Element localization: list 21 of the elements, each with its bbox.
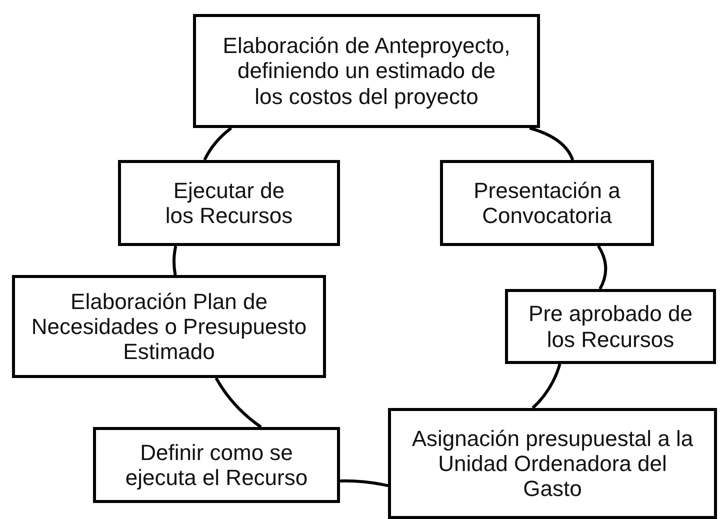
box-label: Presentación a Convocatoria	[472, 178, 622, 228]
box-label: Pre aprobado de los Recursos	[528, 301, 694, 352]
process-box	[388, 408, 717, 519]
process-box	[118, 160, 340, 246]
box-label: Elaboración de Anteproyecto, definiendo un estimado de los costos del proyecto	[222, 33, 512, 109]
connector-line	[203, 126, 232, 161]
process-box	[440, 160, 654, 246]
box-label: Definir como se ejecuta el Recurso	[124, 440, 309, 490]
process-box	[93, 427, 340, 503]
process-box	[193, 14, 540, 128]
connector-line	[214, 377, 262, 428]
connector-line	[340, 479, 388, 488]
box-label: Ejecutar de los Recursos	[164, 178, 294, 228]
process-box	[12, 275, 326, 378]
box-label: Asignación presupuestal a la Unidad Ordenadora del Gasto	[410, 426, 694, 502]
connector-line	[532, 364, 562, 410]
connector-line	[597, 245, 608, 290]
connector-line	[172, 246, 178, 276]
connector-line	[529, 126, 574, 161]
box-label: Elaboración Plan de Necesidades o Presupuesto Estimado	[30, 288, 308, 364]
process-box	[505, 289, 716, 364]
